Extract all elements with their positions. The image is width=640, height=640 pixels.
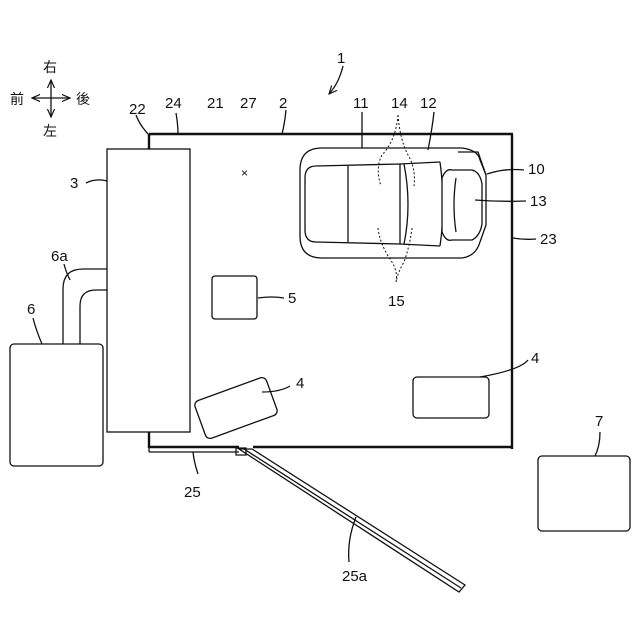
- label-22: 22: [129, 101, 146, 118]
- leader-1: [329, 66, 343, 94]
- label-4-left: 4: [296, 375, 304, 392]
- label-1: 1: [337, 50, 345, 67]
- seat-assembly: [300, 148, 486, 258]
- pipe-inner: [80, 290, 107, 344]
- pipe-outer: [63, 269, 107, 344]
- label-15: 15: [388, 293, 405, 310]
- label-25a: 25a: [342, 568, 368, 585]
- box-7: [538, 456, 630, 531]
- box-5: [212, 276, 257, 319]
- label-10: 10: [528, 161, 545, 178]
- label-12: 12: [420, 95, 437, 112]
- unit-6: [10, 344, 103, 466]
- direction-indicator: 右 前 後 左: [10, 60, 90, 140]
- label-24: 24: [165, 95, 182, 112]
- mark-27: ×: [241, 166, 248, 180]
- label-25: 25: [184, 484, 201, 501]
- box-4-rotated: [193, 376, 278, 440]
- box-4-right: [413, 377, 489, 418]
- label-7: 7: [595, 413, 603, 430]
- label-27: 27: [240, 95, 257, 112]
- direction-up-label: 右: [43, 60, 57, 76]
- label-21: 21: [207, 95, 224, 112]
- label-2: 2: [279, 95, 287, 112]
- direction-right-label: 後: [76, 92, 90, 108]
- label-14: 14: [391, 95, 408, 112]
- label-23: 23: [540, 231, 557, 248]
- label-3: 3: [70, 175, 78, 192]
- label-5: 5: [288, 290, 296, 307]
- label-4-right: 4: [531, 350, 539, 367]
- label-13: 13: [530, 193, 547, 210]
- direction-left-label: 前: [10, 91, 24, 108]
- label-11: 11: [353, 95, 369, 112]
- unit-3: [107, 149, 190, 432]
- direction-down-label: 左: [43, 124, 57, 140]
- label-6a: 6a: [51, 248, 68, 265]
- label-6: 6: [27, 301, 35, 318]
